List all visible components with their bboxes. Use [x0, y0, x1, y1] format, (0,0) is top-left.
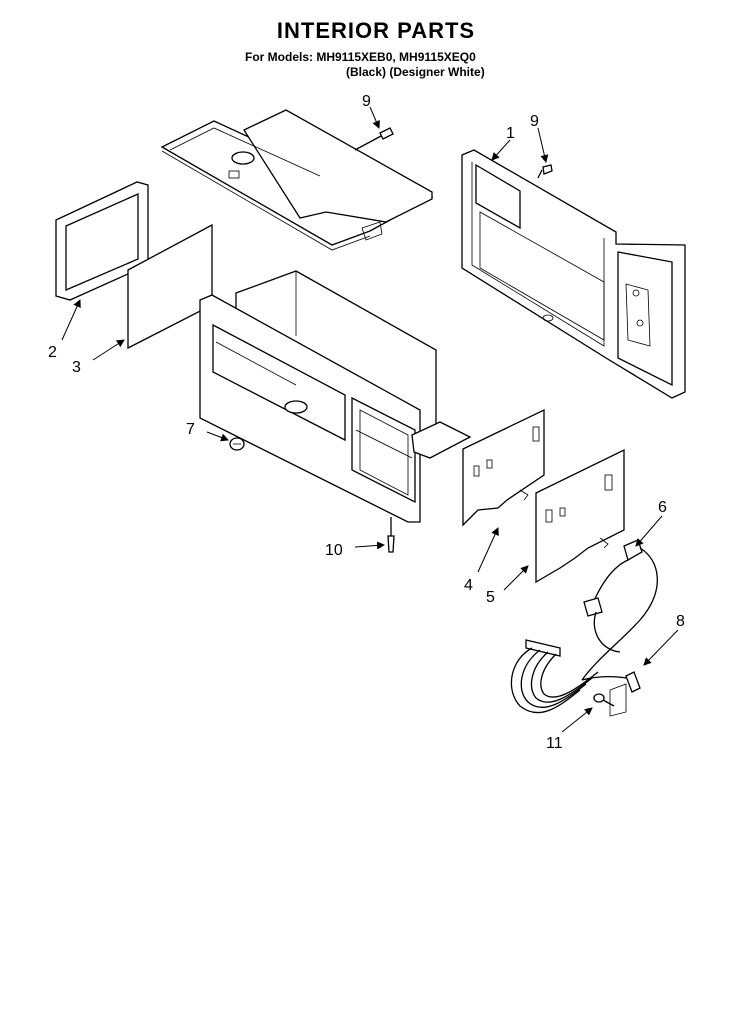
callout-11: 11	[546, 735, 563, 752]
callout-2: 2	[48, 344, 57, 361]
callout-4: 4	[464, 577, 473, 594]
part-1-back-panel	[461, 149, 686, 399]
callout-8: 8	[676, 613, 685, 630]
screw-9-top	[354, 127, 394, 151]
part-4-panel	[462, 408, 545, 527]
callout-9-right: 9	[530, 113, 539, 130]
part-2-frame	[55, 181, 149, 301]
screw-9-right	[537, 164, 553, 179]
part-5-panel	[535, 448, 625, 584]
callout-6: 6	[658, 499, 667, 516]
part-8-clip	[609, 671, 641, 717]
page-title: INTERIOR PARTS	[276, 18, 476, 43]
part-6-wiring-harness	[510, 539, 658, 714]
callout-5: 5	[486, 589, 495, 606]
callout-7: 7	[186, 421, 195, 438]
callout-9-top: 9	[362, 93, 371, 110]
leader-lines	[61, 106, 679, 733]
screw-10	[387, 517, 395, 553]
callout-1: 1	[506, 125, 515, 142]
callout-10: 10	[325, 542, 343, 559]
screw-7	[229, 437, 245, 451]
finish-labels: (Black) (Designer White)	[346, 65, 485, 79]
main-cavity-enclosure	[199, 270, 472, 523]
screw-11	[593, 693, 615, 707]
top-cover-panel	[160, 109, 434, 251]
callout-3: 3	[72, 359, 81, 376]
model-numbers: For Models: MH9115XEB0, MH9115XEQ0	[245, 50, 476, 64]
